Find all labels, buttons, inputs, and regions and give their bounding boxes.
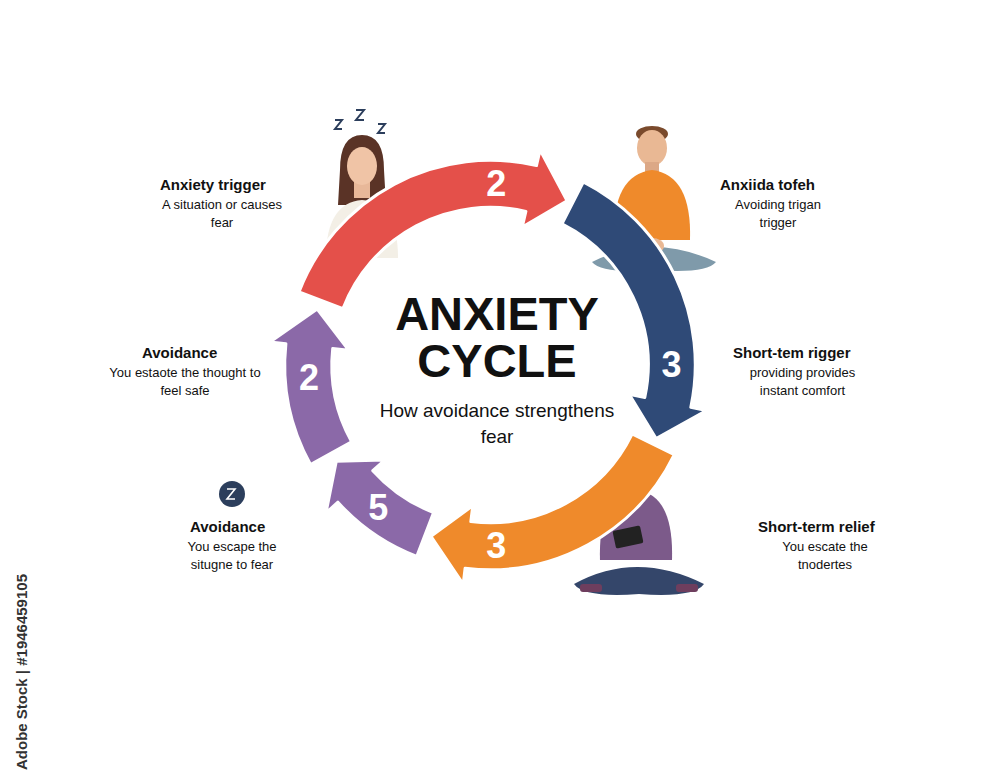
step-heading: Avoidance bbox=[190, 517, 310, 537]
step-heading: Short-tem rigger bbox=[733, 343, 903, 363]
arrow-outline bbox=[326, 460, 434, 556]
arrow-outline bbox=[270, 309, 352, 464]
step-heading: Anxiida tofeh bbox=[720, 175, 870, 195]
cycle-arrow: 5 bbox=[322, 456, 438, 560]
diagram-title: ANXIETY CYCLE bbox=[327, 290, 667, 384]
step-heading: Anxiety trigger bbox=[160, 175, 310, 195]
step-description: You escate the tnodertes bbox=[770, 538, 880, 573]
step-heading: Short-term relief bbox=[758, 517, 928, 537]
step-description: providing provides instant comfort bbox=[735, 364, 870, 399]
arrow-shape bbox=[295, 146, 571, 313]
icon-dot bbox=[219, 481, 245, 507]
arrow-shape bbox=[427, 430, 678, 588]
arrow-outline bbox=[431, 434, 674, 584]
stock-watermark: Adobe Stock | #1946459105 bbox=[12, 510, 32, 770]
cycle-arrow: 2 bbox=[266, 305, 356, 468]
arrow-outline bbox=[299, 150, 567, 309]
step-description: You estaote the thought to feel safe bbox=[100, 364, 270, 399]
step-number: 2 bbox=[486, 166, 506, 202]
cycle-arrow: 2 bbox=[295, 146, 571, 313]
step-number: 2 bbox=[299, 360, 319, 396]
step-number: 3 bbox=[486, 528, 506, 564]
step-heading: Avoidance bbox=[142, 343, 262, 363]
step-number: 5 bbox=[368, 490, 388, 526]
subtitle: How avoidance strengthens fear bbox=[372, 398, 622, 449]
step-description: A situation or causes fear bbox=[162, 196, 282, 231]
step-description: Avoiding trigan trigger bbox=[722, 196, 834, 231]
cycle-arrow: 3 bbox=[427, 430, 678, 588]
step-number: 3 bbox=[661, 347, 681, 383]
icon-glyph bbox=[227, 489, 235, 499]
step-description: You escape the situgne to fear bbox=[172, 538, 292, 573]
